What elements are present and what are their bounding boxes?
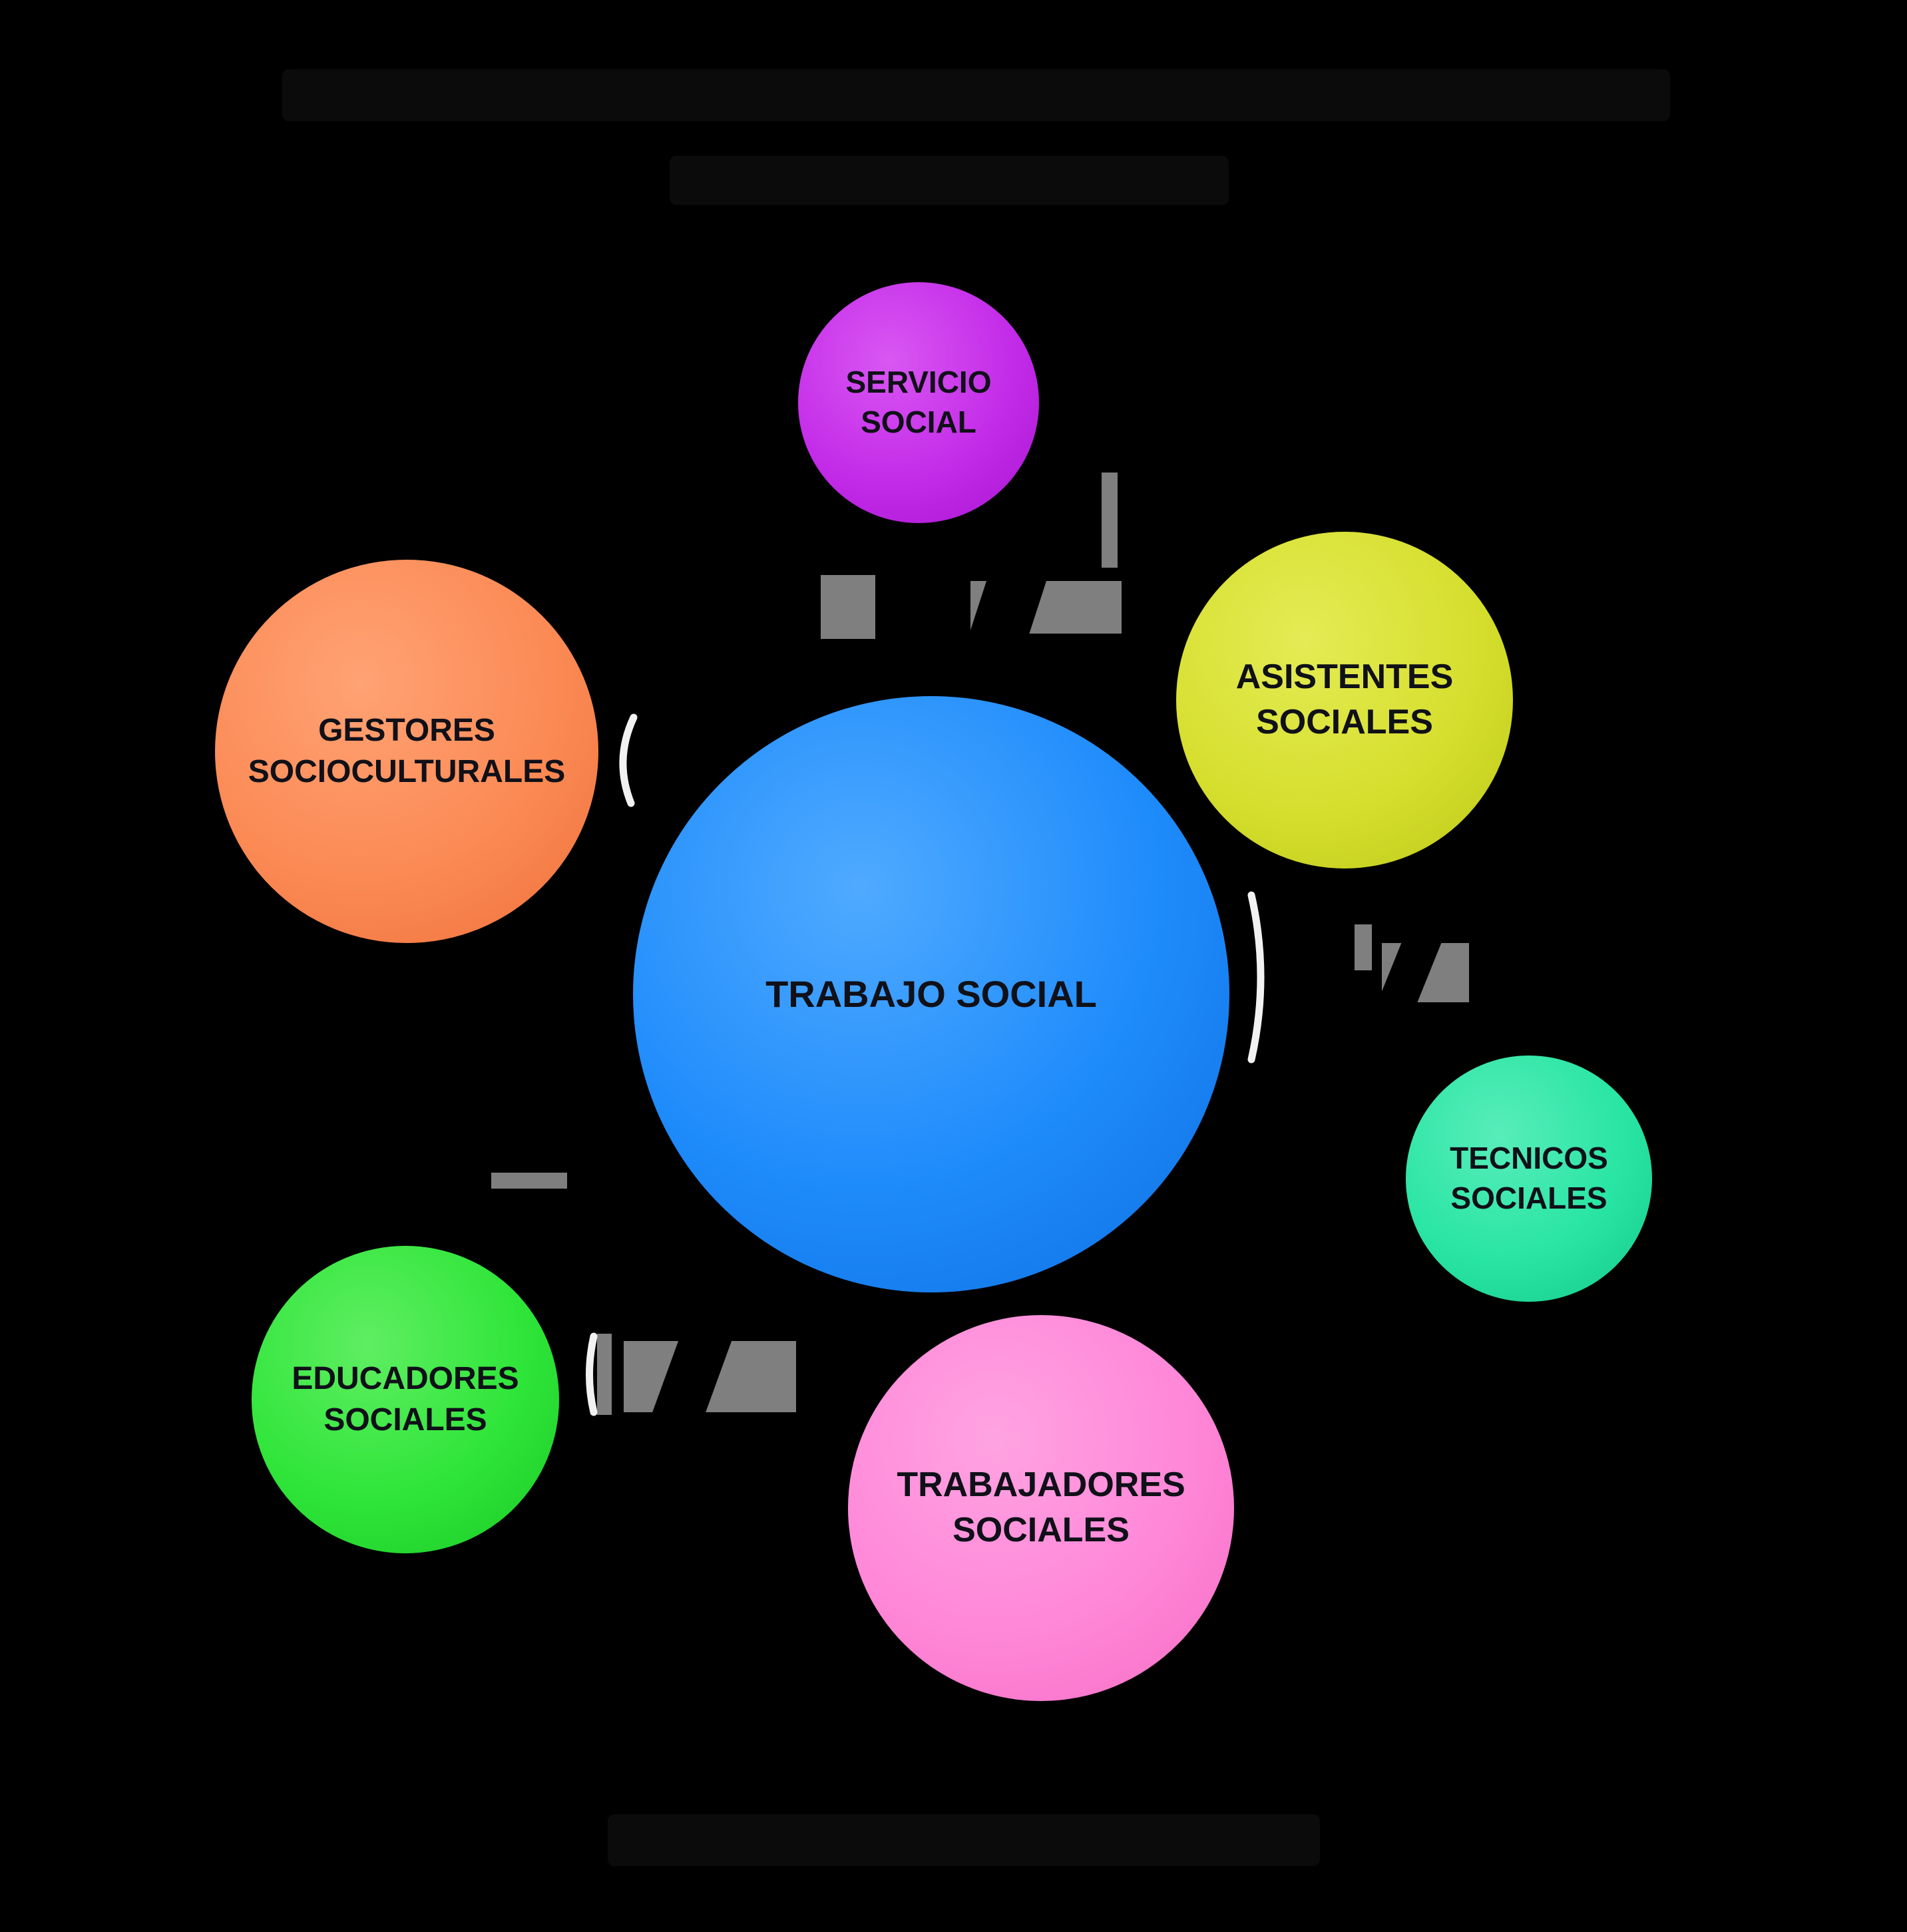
node-label-trabajo-social: TRABAJO SOCIAL [765, 972, 1097, 1015]
obscured-footer-text [608, 1814, 1320, 1866]
gray-artifact-block [1355, 924, 1372, 970]
white-highlight-arc [1247, 891, 1265, 1063]
node-tecnicos-sociales: TECNICOS SOCIALES [1406, 1056, 1652, 1302]
node-label-asistentes-sociales: ASISTENTES SOCIALES [1235, 658, 1454, 741]
node-trabajadores-sociales: TRABAJADORES SOCIALES [848, 1315, 1234, 1701]
node-label-gestores-socioculturales: GESTORES SOCIOCULTURALES [248, 712, 566, 789]
node-label-tecnicos-sociales: TECNICOS SOCIALES [1450, 1141, 1608, 1215]
node-label-trabajadores-sociales: TRABAJADORES SOCIALES [897, 1465, 1185, 1549]
gray-artifact-block [1102, 473, 1118, 568]
node-label-educadores-sociales: EDUCADORES SOCIALES [292, 1360, 519, 1438]
obscured-title-line1 [282, 69, 1670, 121]
node-servicio-social: SERVICIO SOCIAL [798, 282, 1039, 523]
node-educadores-sociales: EDUCADORES SOCIALES [252, 1246, 559, 1553]
node-trabajo-social-center: TRABAJO SOCIAL [633, 696, 1229, 1292]
obscured-title-line2 [670, 156, 1229, 205]
gray-artifact-block [821, 575, 875, 639]
white-highlight-arc [619, 713, 638, 807]
node-gestores-socioculturales: GESTORES SOCIOCULTURALES [215, 560, 598, 943]
gray-artifact-block [491, 1173, 567, 1189]
gray-artifact-block [597, 1334, 612, 1415]
white-highlight-arc [586, 1332, 598, 1416]
node-label-servicio-social: SERVICIO SOCIAL [845, 365, 992, 439]
node-asistentes-sociales: ASISTENTES SOCIALES [1176, 532, 1513, 869]
